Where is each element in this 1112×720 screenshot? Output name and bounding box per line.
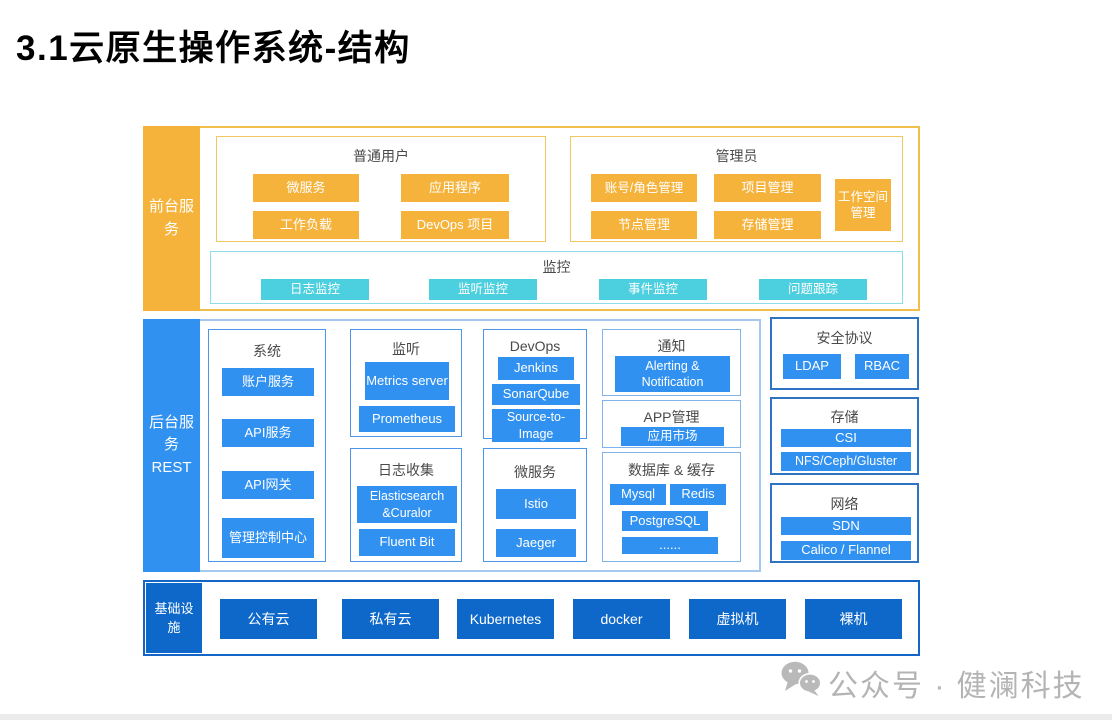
event-monitor-button: 事件监控 xyxy=(599,279,707,300)
kubernetes-button: Kubernetes xyxy=(457,599,554,639)
public-cloud-button: 公有云 xyxy=(220,599,317,639)
more-databases-button: ...... xyxy=(622,537,718,554)
node-mgmt-button: 节点管理 xyxy=(591,211,697,239)
listen-group-title: 监听 xyxy=(392,341,420,357)
calico-flannel-button: Calico / Flannel xyxy=(781,541,911,560)
storage-group: 存储 CSI NFS/Ceph/Gluster xyxy=(770,397,919,475)
microservices-button: 微服务 xyxy=(253,174,359,202)
postgresql-button: PostgreSQL xyxy=(622,511,708,531)
devops-group-title: DevOps xyxy=(509,338,561,354)
network-group: 网络 SDN Calico / Flannel xyxy=(770,483,919,563)
sonarqube-button: SonarQube xyxy=(492,384,580,405)
slide-bottom-edge xyxy=(0,714,1112,720)
security-protocol-group-title: 安全协议 xyxy=(816,330,873,346)
page-title: 3.1云原生操作系统-结构 xyxy=(16,29,411,68)
listen-monitor-button: 监听监控 xyxy=(429,279,537,300)
csi-button: CSI xyxy=(781,429,911,447)
mgmt-control-center-button: 管理控制中心 xyxy=(222,518,314,558)
microservice-group-title: 微服务 xyxy=(514,464,556,480)
devops-group: DevOps Jenkins SonarQube Source-to-Image xyxy=(483,329,587,442)
database-cache-group: 数据库 & 缓存 Mysql Redis PostgreSQL ...... xyxy=(602,452,741,562)
devops-project-button: DevOps 项目 xyxy=(401,211,509,239)
system-group-title: 系统 xyxy=(253,343,281,359)
frontend-section-label: 前台服 务 xyxy=(143,126,200,311)
watermark-text: 公众号 · 健澜科技 xyxy=(828,670,1085,703)
workspace-mgmt-button: 工作空间管理 xyxy=(835,179,891,231)
notification-group: 通知 Alerting & Notification xyxy=(602,329,741,396)
source-to-image-button: Source-to-Image xyxy=(492,409,580,442)
wechat-icon xyxy=(781,660,822,696)
monitoring-group-title: 监控 xyxy=(542,259,571,275)
sdn-button: SDN xyxy=(781,517,911,535)
network-group-title: 网络 xyxy=(830,496,859,512)
system-group: 系统 账户服务 API服务 API网关 管理控制中心 xyxy=(208,329,326,562)
alerting-notification-button: Alerting & Notification xyxy=(615,356,730,392)
app-market-button: 应用市场 xyxy=(621,427,724,446)
admin-group-title: 管理员 xyxy=(715,148,758,164)
backend-section-label: 后台服 务 REST xyxy=(143,319,200,572)
infrastructure-section-label: 基础设 施 xyxy=(146,583,202,653)
app-mgmt-group-title: APP管理 xyxy=(643,409,700,425)
vm-button: 虚拟机 xyxy=(689,599,786,639)
api-service-button: API服务 xyxy=(222,419,314,447)
applications-button: 应用程序 xyxy=(401,174,509,202)
admin-group: 管理员 账号/角色管理 项目管理 工作空间管理 节点管理 存储管理 xyxy=(570,136,903,242)
log-monitor-button: 日志监控 xyxy=(261,279,369,300)
prometheus-button: Prometheus xyxy=(359,406,455,432)
log-collection-group-title: 日志收集 xyxy=(378,462,434,478)
ldap-button: LDAP xyxy=(783,354,841,379)
issue-tracking-button: 问题跟踪 xyxy=(759,279,867,300)
security-protocol-group: 安全协议 LDAP RBAC xyxy=(770,317,919,390)
listen-group: 监听 Metrics server Prometheus xyxy=(350,329,462,437)
istio-button: Istio xyxy=(496,489,576,519)
normal-user-group: 普通用户 微服务 应用程序 工作负载 DevOps 项目 xyxy=(216,136,546,242)
normal-user-group-title: 普通用户 xyxy=(353,148,409,164)
account-service-button: 账户服务 xyxy=(222,368,314,396)
infrastructure-section xyxy=(143,580,920,656)
log-collection-group: 日志收集 Elasticsearch &Curalor Fluent Bit xyxy=(350,448,462,562)
docker-button: docker xyxy=(573,599,670,639)
notification-group-title: 通知 xyxy=(657,338,686,354)
storage-mgmt-button: 存储管理 xyxy=(714,211,821,239)
storage-group-title: 存储 xyxy=(830,409,859,425)
private-cloud-button: 私有云 xyxy=(342,599,439,639)
jenkins-button: Jenkins xyxy=(498,357,574,380)
nfs-ceph-gluster-button: NFS/Ceph/Gluster xyxy=(781,452,911,471)
microservice-group: 微服务 Istio Jaeger xyxy=(483,448,587,562)
rbac-button: RBAC xyxy=(855,354,909,379)
bare-metal-button: 裸机 xyxy=(805,599,902,639)
mysql-button: Mysql xyxy=(610,484,666,505)
account-role-mgmt-button: 账号/角色管理 xyxy=(591,174,697,202)
redis-button: Redis xyxy=(670,484,726,505)
elasticsearch-curator-button: Elasticsearch &Curalor xyxy=(357,486,457,523)
database-cache-group-title: 数据库 & 缓存 xyxy=(627,462,716,478)
monitoring-group: 监控 日志监控 监听监控 事件监控 问题跟踪 xyxy=(210,251,903,304)
workload-button: 工作负载 xyxy=(253,211,359,239)
api-gateway-button: API网关 xyxy=(222,471,314,499)
app-mgmt-group: APP管理 应用市场 xyxy=(602,400,741,448)
fluent-bit-button: Fluent Bit xyxy=(359,529,455,556)
project-mgmt-button: 项目管理 xyxy=(714,174,821,202)
metrics-server-button: Metrics server xyxy=(365,362,449,400)
jaeger-button: Jaeger xyxy=(496,529,576,557)
